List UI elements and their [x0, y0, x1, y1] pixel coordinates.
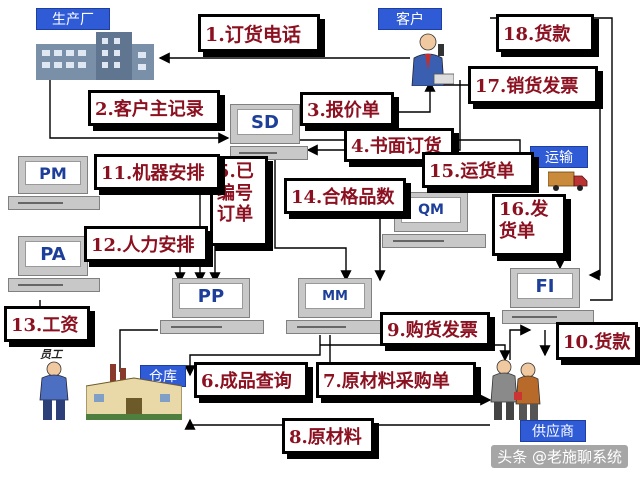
module-mm-label: MM	[305, 283, 365, 309]
module-fi-label: FI	[517, 273, 573, 299]
supplier-people-icon	[490, 359, 541, 420]
module-sd: SD	[230, 104, 308, 162]
module-mm: MM	[286, 278, 386, 338]
step-13: 13.工资	[4, 306, 90, 342]
module-pm: PM	[8, 156, 100, 214]
module-pa: PA	[8, 236, 100, 296]
step-8: 8.原材料	[282, 418, 374, 454]
employee-label: 员工	[40, 348, 62, 361]
watermark: 头条 @老施聊系统	[491, 445, 628, 468]
step-11: 11.机器安排	[94, 154, 220, 190]
warehouse-label: 仓库	[140, 365, 186, 387]
step-7: 7.原材料采购单	[316, 362, 476, 398]
step-10: 10.货款	[556, 322, 638, 360]
module-fi: FI	[502, 268, 594, 328]
transport-label: 运输	[530, 146, 588, 168]
step-5-text: 5.已编号订单	[217, 161, 254, 226]
supplier-label: 供应商	[520, 420, 586, 442]
step-14: 14.合格品数	[284, 178, 406, 214]
module-qm: QM	[382, 192, 486, 252]
module-qm-label: QM	[401, 197, 461, 223]
factory-label: 生产厂	[36, 8, 110, 30]
module-sd-label: SD	[237, 109, 293, 135]
step-16: 16.发货单	[492, 194, 566, 256]
step-15: 15.运货单	[422, 152, 534, 188]
module-pp: PP	[160, 278, 264, 338]
step-6: 6.成品查询	[194, 362, 308, 398]
step-17: 17.销货发票	[468, 66, 598, 104]
module-pm-label: PM	[25, 161, 81, 185]
employee-person-icon	[39, 361, 69, 420]
truck-icon	[548, 171, 588, 191]
step-12: 12.人力安排	[84, 226, 208, 262]
customer-label: 客户	[378, 8, 442, 30]
step-9: 9.购货发票	[380, 312, 490, 346]
step-3: 3.报价单	[300, 92, 394, 126]
module-pp-label: PP	[179, 283, 243, 309]
step-1: 1.订货电话	[198, 14, 320, 52]
customer-person-icon	[411, 33, 454, 86]
warehouse-building-icon	[86, 364, 182, 420]
factory-building-icon	[36, 32, 154, 80]
module-pa-label: PA	[25, 241, 81, 267]
step-18: 18.货款	[496, 14, 594, 52]
step-2: 2.客户主记录	[88, 90, 220, 126]
step-16-text: 16.发货单	[499, 199, 549, 242]
